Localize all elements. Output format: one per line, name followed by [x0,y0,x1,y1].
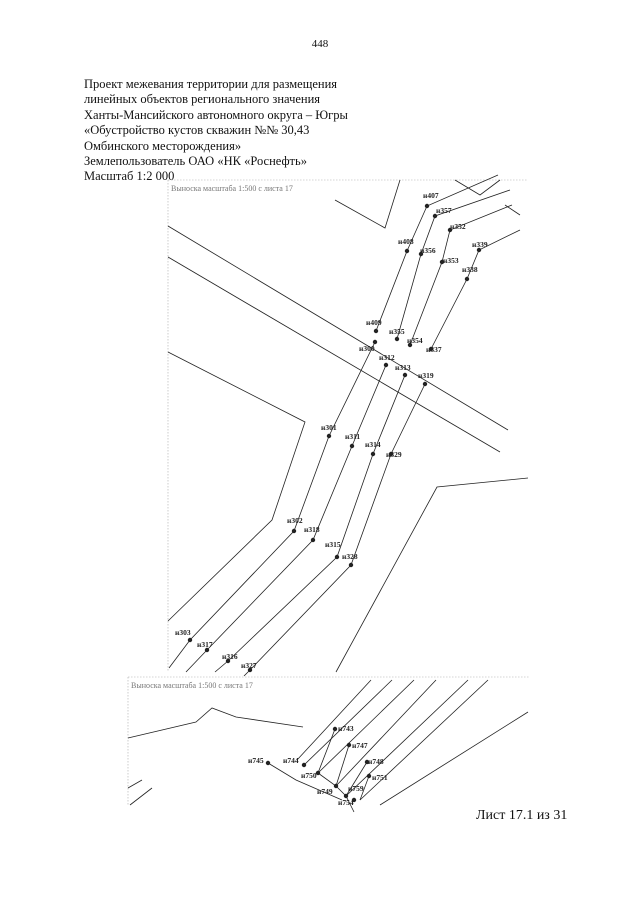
point-n355 [394,336,400,342]
label-n748: н748 [368,757,384,766]
label-n313: н313 [395,363,411,372]
point-n744 [301,762,307,768]
point-n408 [404,248,410,254]
point-n751 [366,773,372,779]
label-n754: н754 [338,798,354,807]
point-n352 [447,227,453,233]
label-n745: н745 [248,756,264,765]
label-n743: н743 [338,724,354,733]
label-n354: н354 [407,336,423,345]
point-n747 [346,742,352,748]
label-n356: н356 [420,246,436,255]
page-number: 448 [311,38,329,50]
point-n750 [315,770,321,776]
title-line: Ханты-Мансийского автономного округа – Ю… [84,107,348,122]
top-map-labels: н407 н357 н352 н339 н408 н356 н353 н338 … [175,191,488,670]
label-n301: н301 [321,423,337,432]
label-n329: н329 [386,450,402,459]
bottom-map-lines [127,679,529,813]
label-n751: н751 [372,773,388,782]
point-n356 [418,251,424,257]
point-n311 [349,443,355,449]
point-n357 [432,213,438,219]
point-n759 [343,793,349,799]
point-n315 [334,554,340,560]
label-n747: н747 [352,741,368,750]
label-n302: н302 [287,516,303,525]
point-n337 [428,346,434,352]
point-n313 [402,372,408,378]
top-map-points [187,203,482,673]
point-n317 [204,647,210,653]
title-line: «Обустройство кустов скважин №№ 30,43 [84,123,310,138]
point-n338 [464,276,470,282]
label-n316: н316 [222,652,238,661]
title-block: Проект межевания территории для размещен… [84,77,384,185]
label-n339: н339 [472,240,488,249]
bottom-insert-caption: Выноска масштаба 1:500 с листа 17 [131,681,253,690]
point-n353 [439,259,445,265]
label-n314: н314 [365,440,381,449]
label-n303: н303 [175,628,191,637]
point-n319 [422,381,428,387]
label-n353: н353 [443,256,459,265]
label-n338: н338 [462,265,478,274]
label-n750: н750 [301,771,317,780]
point-n318 [310,537,316,543]
label-n759: н759 [348,784,364,793]
title-line: Проект межевания территории для размещен… [84,77,338,91]
point-n327 [247,667,253,673]
label-n355: н355 [389,327,405,336]
point-n328 [348,562,354,568]
label-n315: н315 [325,540,341,549]
top-insert-caption: Выноска масштаба 1:500 с листа 17 [171,184,293,193]
top-insert-frame [167,179,528,672]
point-n314 [370,451,376,457]
label-n408: н408 [398,237,414,246]
point-n316 [225,658,231,664]
label-n300: н300 [359,344,375,353]
sheet-label: Лист 17.1 из 31 [476,808,568,823]
title-line: Омбинского месторождения» [84,138,242,153]
label-n749: н749 [317,787,333,796]
label-n317: н317 [197,640,213,649]
label-n357: н357 [436,206,452,215]
point-n301 [326,433,332,439]
label-n337: н337 [426,345,442,354]
point-n745 [265,760,271,766]
label-n328: н328 [342,552,358,561]
scale-line: Масштаб 1:2 000 [84,169,175,184]
point-n339 [476,247,482,253]
point-n743 [332,726,338,732]
top-map-lines [167,174,529,677]
point-n300 [372,339,378,345]
label-n319: н319 [418,371,434,380]
label-n312: н312 [379,353,395,362]
label-n318: н318 [304,525,320,534]
label-n744: н744 [283,756,299,765]
label-n409: н409 [366,318,382,327]
point-n329 [388,451,394,457]
point-n303 [187,637,193,643]
point-n312 [383,362,389,368]
label-n352: н352 [450,222,466,231]
point-n407 [424,203,430,209]
bottom-map-labels: н743 н747 н745 н744 н748 н750 н751 н749 … [248,724,388,807]
title-line: Землепользователь ОАО «НК «Роснефть» [84,154,307,169]
point-n302 [291,528,297,534]
title-line: линейных объектов регионального значения [84,92,321,107]
label-n407: н407 [423,191,439,200]
point-n749 [333,783,339,789]
point-n409 [373,328,379,334]
point-n754 [351,797,357,803]
bottom-insert-frame [127,676,530,806]
label-n311: н311 [345,432,360,441]
point-n748 [364,759,370,765]
label-n327: н327 [241,661,257,670]
bottom-map-points [265,726,372,803]
point-n354 [407,342,413,348]
